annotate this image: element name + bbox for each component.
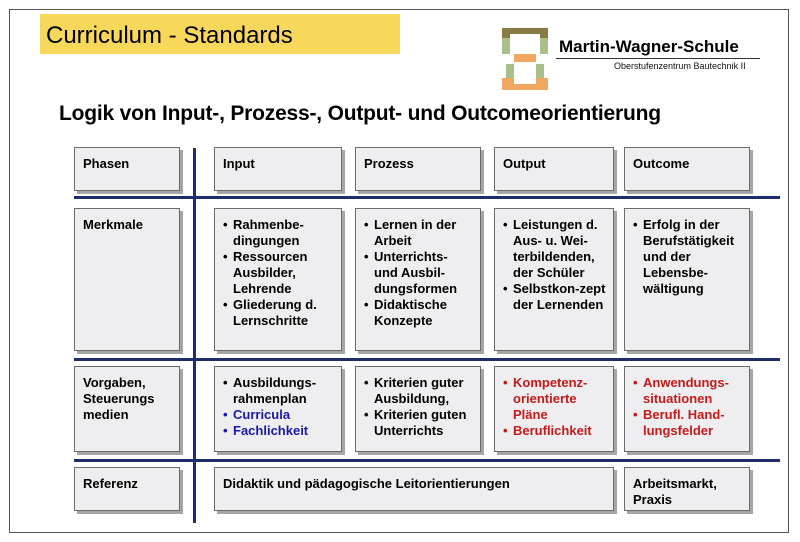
- list-item: Selbstkon-zept der Lernenden: [503, 281, 607, 313]
- list-item: Fachlichkeit: [223, 423, 335, 439]
- header-cell-outcome: Outcome: [624, 147, 750, 191]
- list-item: Lernen in der Arbeit: [364, 217, 474, 249]
- vertical-divider: [193, 148, 196, 523]
- vorgaben-outcome-cell: Anwendungs-situationen Berufl. Hand-lung…: [624, 366, 750, 452]
- merkmale-input-cell: Rahmenbe- dingungen Ressourcen Ausbilder…: [214, 208, 342, 351]
- school-logo-icon: [502, 28, 548, 90]
- list-item: Beruflichkeit: [503, 423, 607, 439]
- row-divider-1: [74, 196, 780, 199]
- row-label-merkmale: Merkmale: [74, 208, 180, 351]
- merkmale-prozess-cell: Lernen in der Arbeit Unterrichts- und Au…: [355, 208, 481, 351]
- list-item: Kriterien guter Ausbildung,: [364, 375, 474, 407]
- main-heading: Logik von Input-, Prozess-, Output- und …: [59, 102, 661, 125]
- slide-title: Curriculum - Standards: [46, 22, 293, 49]
- header-cell-phasen: Phasen: [74, 147, 180, 191]
- school-name-underline: [556, 58, 760, 59]
- list-item: Unterrichts- und Ausbil-dungsformen: [364, 249, 474, 297]
- row-divider-2: [74, 358, 780, 361]
- referenz-main-cell: Didaktik und pädagogische Leitorientieru…: [214, 467, 614, 511]
- vorgaben-prozess-cell: Kriterien guter Ausbildung, Kriterien gu…: [355, 366, 481, 452]
- header-cell-input: Input: [214, 147, 342, 191]
- merkmale-outcome-cell: Erfolg in der Berufstätigkeit und der Le…: [624, 208, 750, 351]
- list-item: Kompetenz-orientierte Pläne: [503, 375, 607, 423]
- school-name: Martin-Wagner-Schule: [559, 37, 739, 56]
- list-item: Anwendungs-situationen: [633, 375, 743, 407]
- title-banner: [40, 14, 400, 54]
- list-item: Erfolg in der Berufstätigkeit und der Le…: [633, 217, 743, 297]
- vorgaben-output-cell: Kompetenz-orientierte Pläne Beruflichkei…: [494, 366, 614, 452]
- vorgaben-input-cell: Ausbildungs-rahmenplan Curricula Fachlic…: [214, 366, 342, 452]
- list-item: Gliederung d. Lernschritte: [223, 297, 335, 329]
- list-item: Ressourcen Ausbilder, Lehrende: [223, 249, 335, 297]
- list-item: Rahmenbe- dingungen: [223, 217, 335, 249]
- list-item: Berufl. Hand-lungsfelder: [633, 407, 743, 439]
- list-item: Didaktische Konzepte: [364, 297, 474, 329]
- list-item: Leistungen d. Aus- u. Wei-terbildenden, …: [503, 217, 607, 281]
- merkmale-output-cell: Leistungen d. Aus- u. Wei-terbildenden, …: [494, 208, 614, 351]
- header-cell-prozess: Prozess: [355, 147, 481, 191]
- header-cell-output: Output: [494, 147, 614, 191]
- row-label-vorgaben: Vorgaben, Steuerungs medien: [74, 366, 180, 452]
- row-label-referenz: Referenz: [74, 467, 180, 511]
- row-divider-3: [74, 459, 780, 462]
- school-subtitle: Oberstufenzentrum Bautechnik II: [614, 61, 746, 71]
- list-item: Curricula: [223, 407, 335, 423]
- referenz-outcome-cell: Arbeitsmarkt, Praxis: [624, 467, 750, 511]
- list-item: Ausbildungs-rahmenplan: [223, 375, 335, 407]
- list-item: Kriterien guten Unterrichts: [364, 407, 474, 439]
